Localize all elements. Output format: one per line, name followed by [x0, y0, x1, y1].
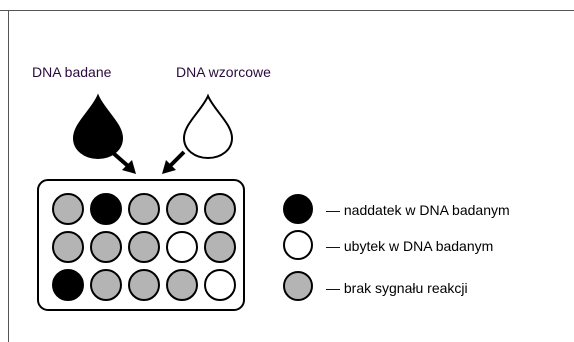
well-none [204, 193, 236, 225]
sample-dna-label: DNA badane [32, 64, 112, 80]
legend-gain-label: — naddatek w DNA badanym [326, 202, 510, 218]
well-none [128, 231, 160, 263]
reference-arrow [162, 150, 186, 174]
well-none [128, 269, 160, 301]
well-gain [90, 193, 122, 225]
legend-gain-circle [283, 194, 313, 224]
legend-loss-label: — ubytek w DNA badanym [326, 238, 494, 254]
legend-none-label: — brak sygnału reakcji [326, 280, 468, 296]
well-gain [52, 269, 84, 301]
reference-dna-label: DNA wzorcowe [176, 64, 271, 80]
well-none [52, 193, 84, 225]
plate-wells [52, 193, 236, 301]
legend-circles [283, 194, 313, 301]
well-none [166, 193, 198, 225]
well-none [52, 231, 84, 263]
well-none [204, 231, 236, 263]
well-none [166, 269, 198, 301]
sample-dna-drop [72, 93, 124, 160]
well-loss [204, 269, 236, 301]
well-none [90, 231, 122, 263]
sample-arrow [110, 150, 136, 174]
legend-loss-circle [283, 230, 313, 260]
reference-dna-drop [182, 93, 234, 160]
well-loss [166, 231, 198, 263]
legend-none-circle [283, 271, 313, 301]
well-none [90, 269, 122, 301]
well-none [128, 193, 160, 225]
